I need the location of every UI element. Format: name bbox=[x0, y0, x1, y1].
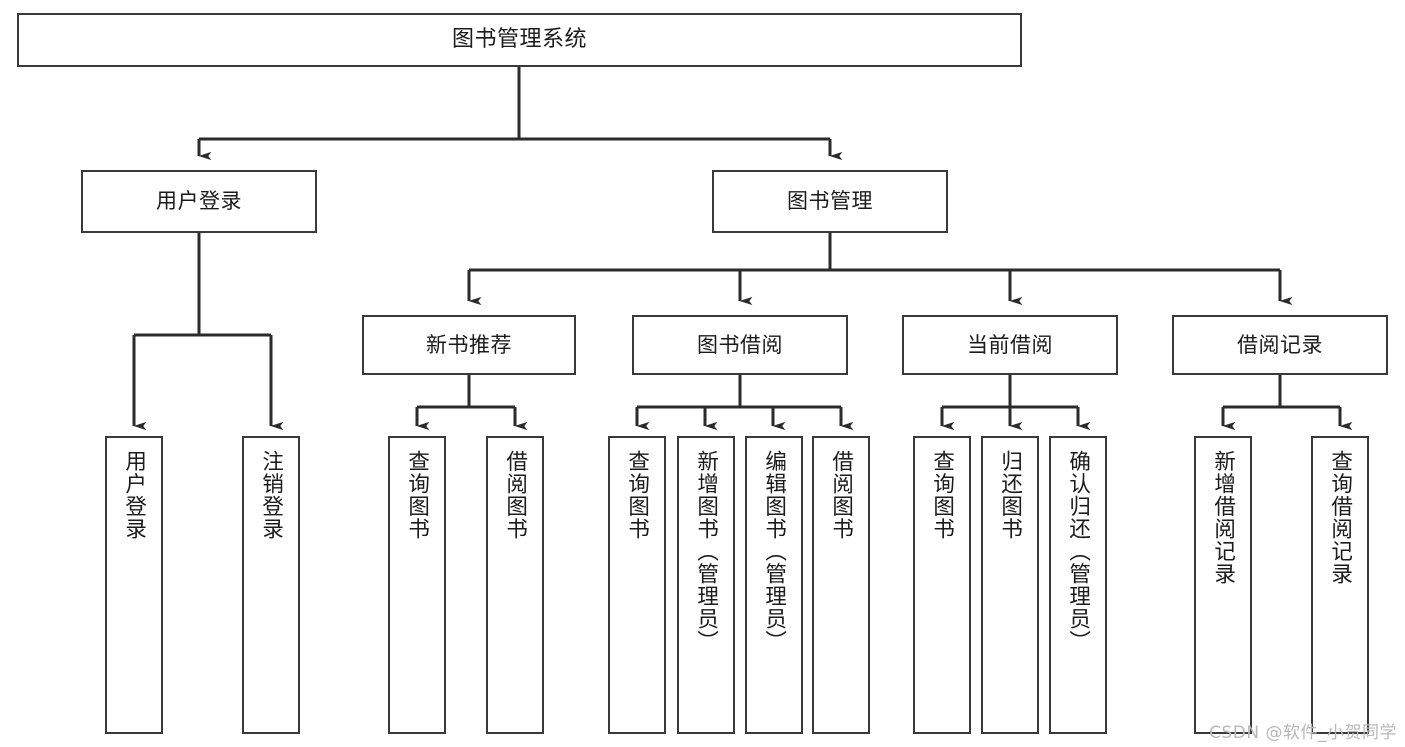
node-book-borrow-label: 图书借阅 bbox=[697, 332, 783, 357]
node-leaf-borrow-book-2-label: 借阅图书 bbox=[828, 450, 854, 540]
node-book-borrow[interactable]: 图书借阅 bbox=[632, 315, 848, 375]
node-current-borrow[interactable]: 当前借阅 bbox=[902, 315, 1118, 375]
node-book-management[interactable]: 图书管理 bbox=[712, 170, 948, 233]
node-borrow-record[interactable]: 借阅记录 bbox=[1172, 315, 1388, 375]
csdn-watermark: CSDN @软件_小贺同学 bbox=[1209, 723, 1397, 743]
node-leaf-query-book-1[interactable]: 查询图书 bbox=[388, 436, 446, 734]
node-leaf-add-book[interactable]: 新增图书（管理员） bbox=[677, 436, 735, 734]
node-borrow-record-label: 借阅记录 bbox=[1237, 332, 1323, 357]
node-root-book-management-system[interactable]: 图书管理系统 bbox=[17, 13, 1022, 67]
node-book-management-label: 图书管理 bbox=[787, 189, 873, 214]
node-leaf-confirm-return[interactable]: 确认归还（管理员） bbox=[1049, 436, 1107, 734]
node-leaf-edit-book-label: 编辑图书（管理员） bbox=[761, 450, 787, 653]
node-leaf-logout-login-label: 注销登录 bbox=[258, 450, 284, 540]
node-leaf-borrow-book-2[interactable]: 借阅图书 bbox=[812, 436, 870, 734]
node-user-login[interactable]: 用户登录 bbox=[81, 170, 317, 233]
node-leaf-user-login-label: 用户登录 bbox=[121, 450, 147, 540]
node-leaf-add-borrow-record-label: 新增借阅记录 bbox=[1210, 450, 1236, 585]
node-leaf-query-book-2-label: 查询图书 bbox=[624, 450, 650, 540]
node-leaf-query-book-2[interactable]: 查询图书 bbox=[608, 436, 666, 734]
node-leaf-return-book[interactable]: 归还图书 bbox=[981, 436, 1039, 734]
node-leaf-query-borrow-record-label: 查询借阅记录 bbox=[1327, 450, 1353, 585]
node-leaf-query-borrow-record[interactable]: 查询借阅记录 bbox=[1311, 436, 1369, 734]
node-leaf-query-book-3[interactable]: 查询图书 bbox=[913, 436, 971, 734]
node-leaf-query-book-3-label: 查询图书 bbox=[929, 450, 955, 540]
node-leaf-add-borrow-record[interactable]: 新增借阅记录 bbox=[1194, 436, 1252, 734]
node-leaf-borrow-book-1-label: 借阅图书 bbox=[502, 450, 528, 540]
node-new-book-recommend-label: 新书推荐 bbox=[426, 332, 512, 357]
node-leaf-add-book-label: 新增图书（管理员） bbox=[693, 450, 719, 653]
node-current-borrow-label: 当前借阅 bbox=[967, 332, 1053, 357]
node-user-login-label: 用户登录 bbox=[156, 189, 242, 214]
node-new-book-recommend[interactable]: 新书推荐 bbox=[362, 315, 576, 375]
node-root-label: 图书管理系统 bbox=[451, 27, 587, 53]
node-leaf-borrow-book-1[interactable]: 借阅图书 bbox=[486, 436, 544, 734]
node-leaf-confirm-return-label: 确认归还（管理员） bbox=[1065, 450, 1091, 653]
node-leaf-query-book-1-label: 查询图书 bbox=[404, 450, 430, 540]
node-leaf-logout-login[interactable]: 注销登录 bbox=[242, 436, 300, 734]
node-leaf-user-login[interactable]: 用户登录 bbox=[105, 436, 163, 734]
node-leaf-return-book-label: 归还图书 bbox=[997, 450, 1023, 540]
node-leaf-edit-book[interactable]: 编辑图书（管理员） bbox=[745, 436, 803, 734]
